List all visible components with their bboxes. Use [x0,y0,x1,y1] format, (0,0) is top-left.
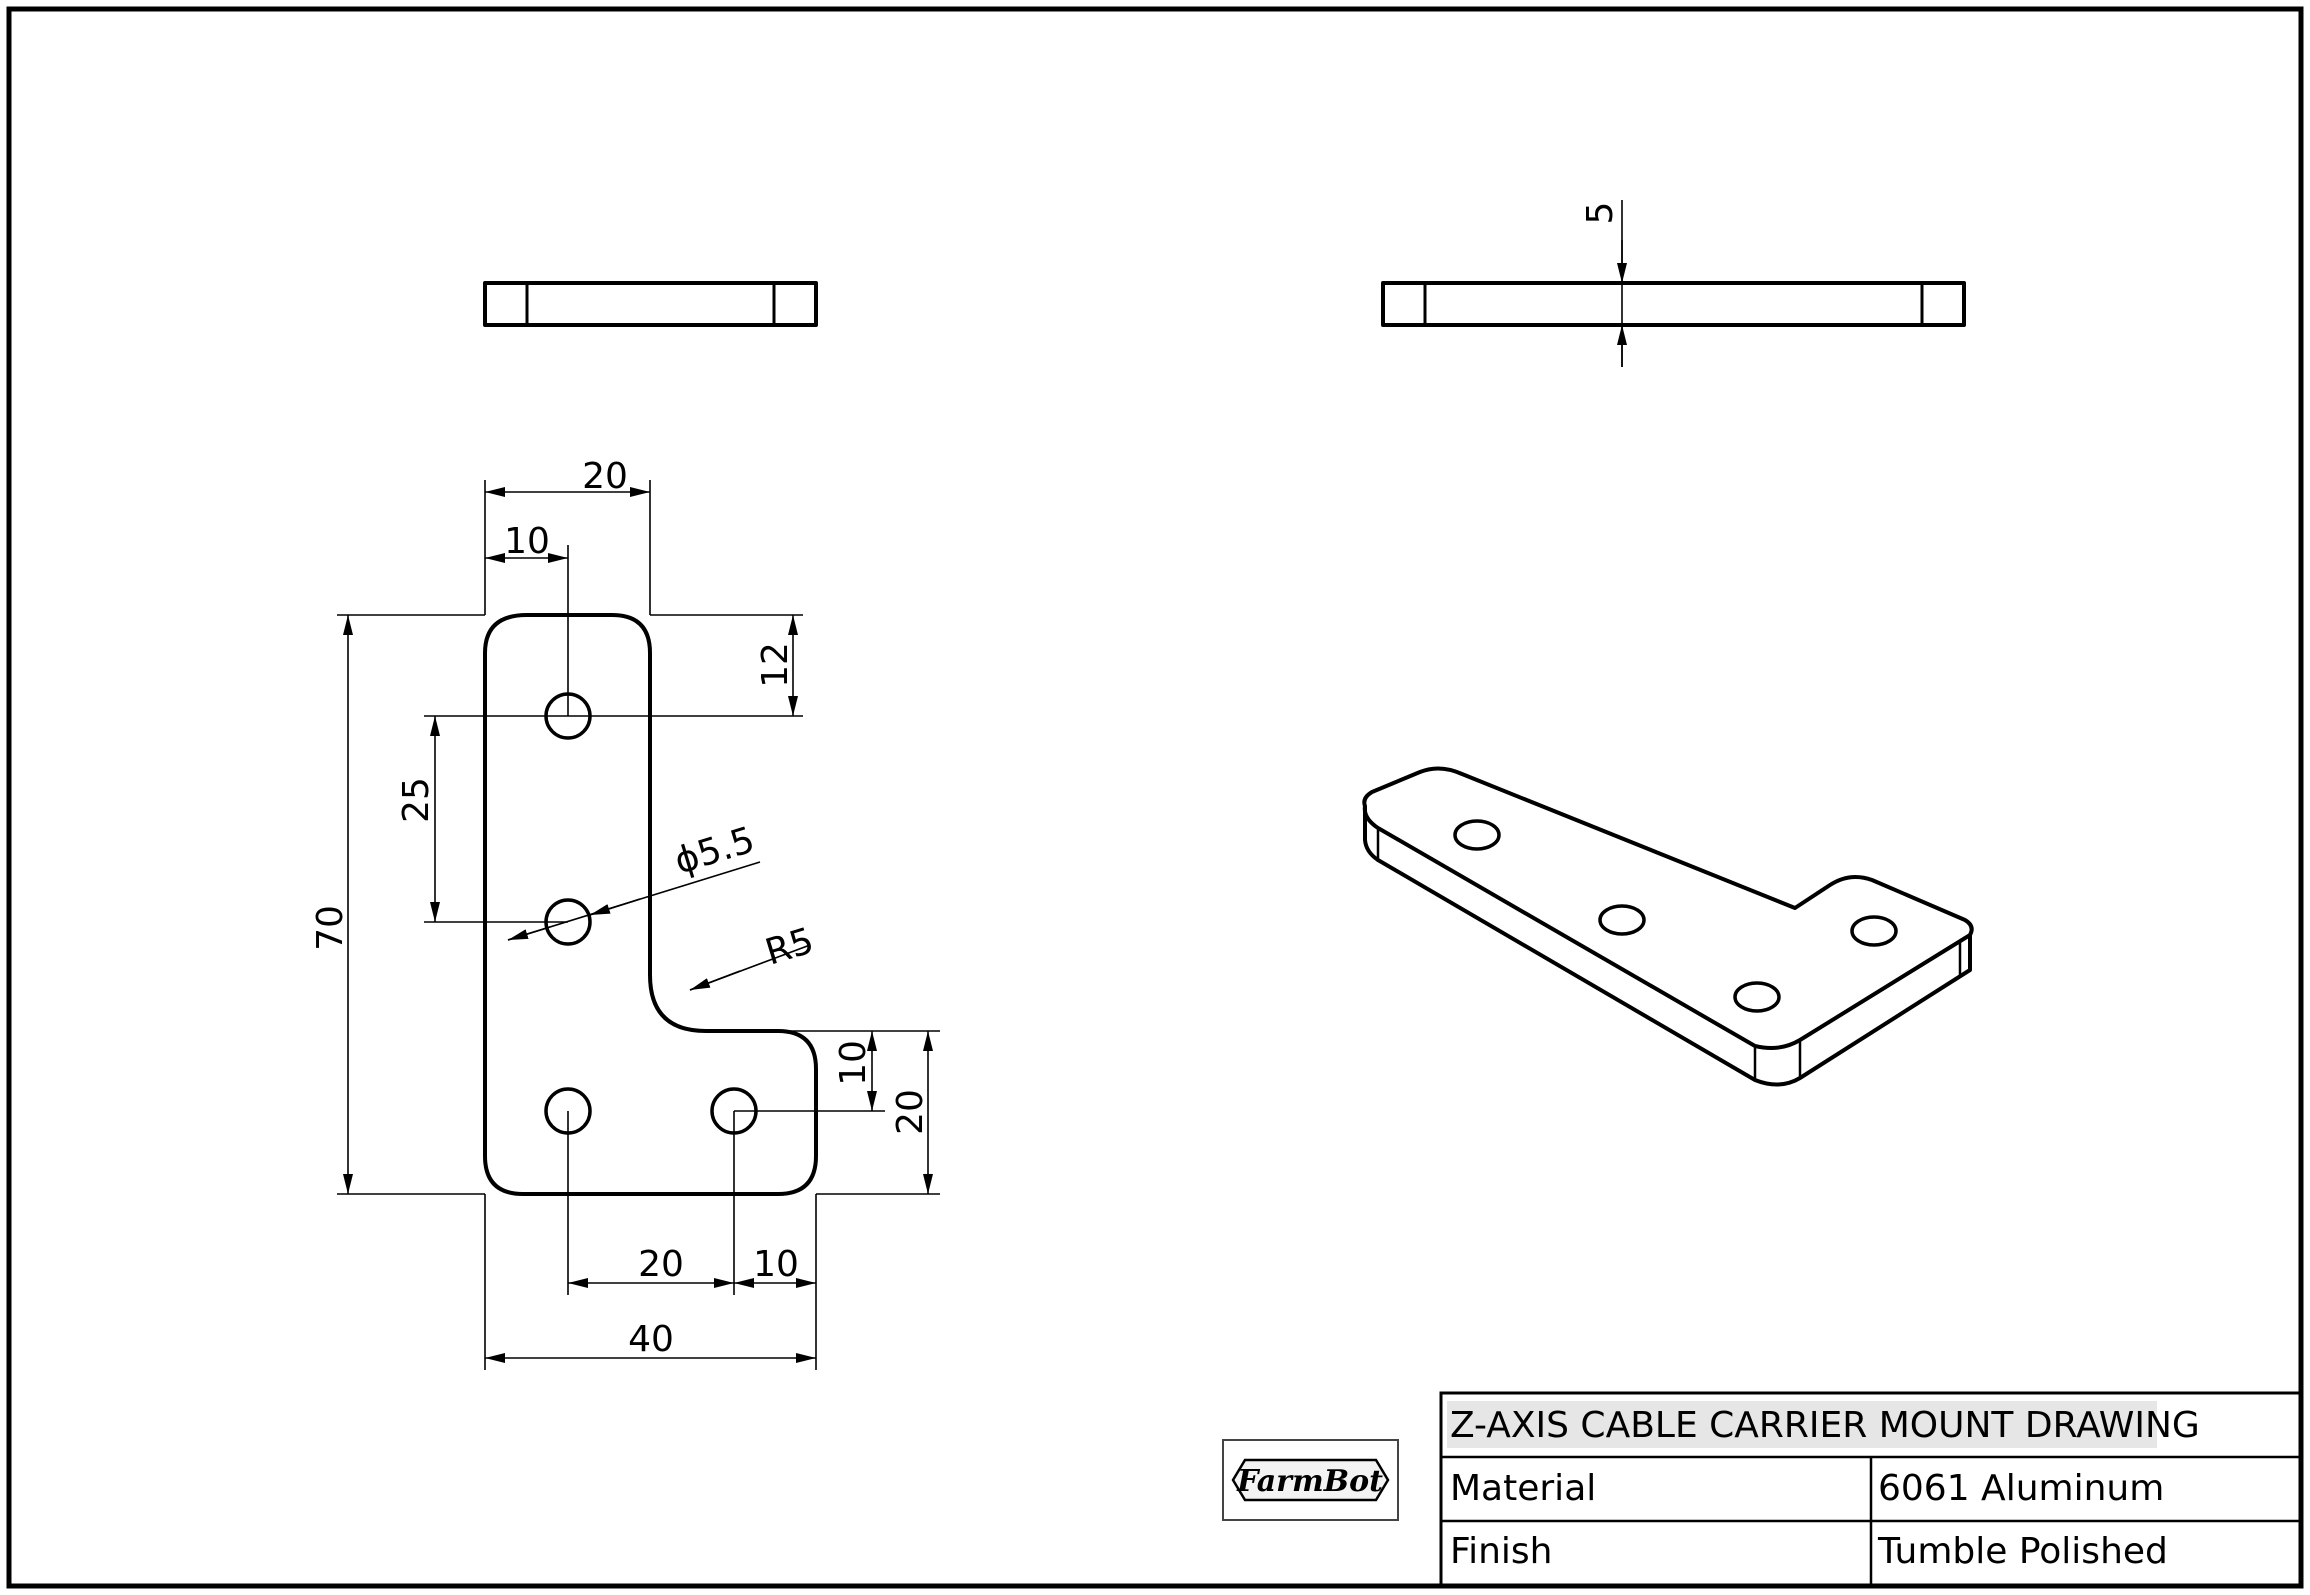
dim-hole-diameter: ϕ5.5 [670,820,759,883]
dim-offset-top: 10 [504,521,550,562]
top-view-left [483,281,818,327]
dim-fillet-radius: R5 [761,920,819,973]
isometric-view [1362,766,1974,1087]
title-block [1439,1391,2303,1588]
dim-hole-top: 12 [755,642,796,688]
dim-width-top: 20 [582,456,628,497]
dim-leg-height: 20 [890,1089,931,1135]
material-value: 6061 Aluminum [1878,1468,2164,1509]
farmbot-logo: FarmBot [1222,1439,1399,1521]
dim-thickness: 5 [1580,202,1621,225]
drawing-title: Z-AXIS CABLE CARRIER MOUNT DRAWING [1450,1405,2200,1446]
dim-leg-hole: 10 [833,1040,874,1086]
material-label: Material [1450,1468,1596,1509]
iso-hole-4 [1733,981,1781,1013]
logo-text: FarmBot [1236,1464,1383,1499]
dim-bottom-spacing: 20 [638,1244,684,1285]
dim-bottom-offset: 10 [753,1244,799,1285]
dimension-lines [337,480,940,1370]
iso-hole-1 [1453,819,1501,851]
dim-overall-height: 70 [310,905,351,951]
finish-label: Finish [1450,1531,1552,1572]
sheet-border [6,6,2304,1589]
iso-hole-3 [1850,915,1898,947]
side-view-right [1381,200,1966,367]
finish-value: Tumble Polished [1877,1531,2168,1572]
front-view-bracket [483,613,818,1196]
dim-hole-spacing: 25 [396,777,437,823]
iso-hole-2 [1598,904,1646,936]
dim-overall-width: 40 [628,1319,674,1360]
